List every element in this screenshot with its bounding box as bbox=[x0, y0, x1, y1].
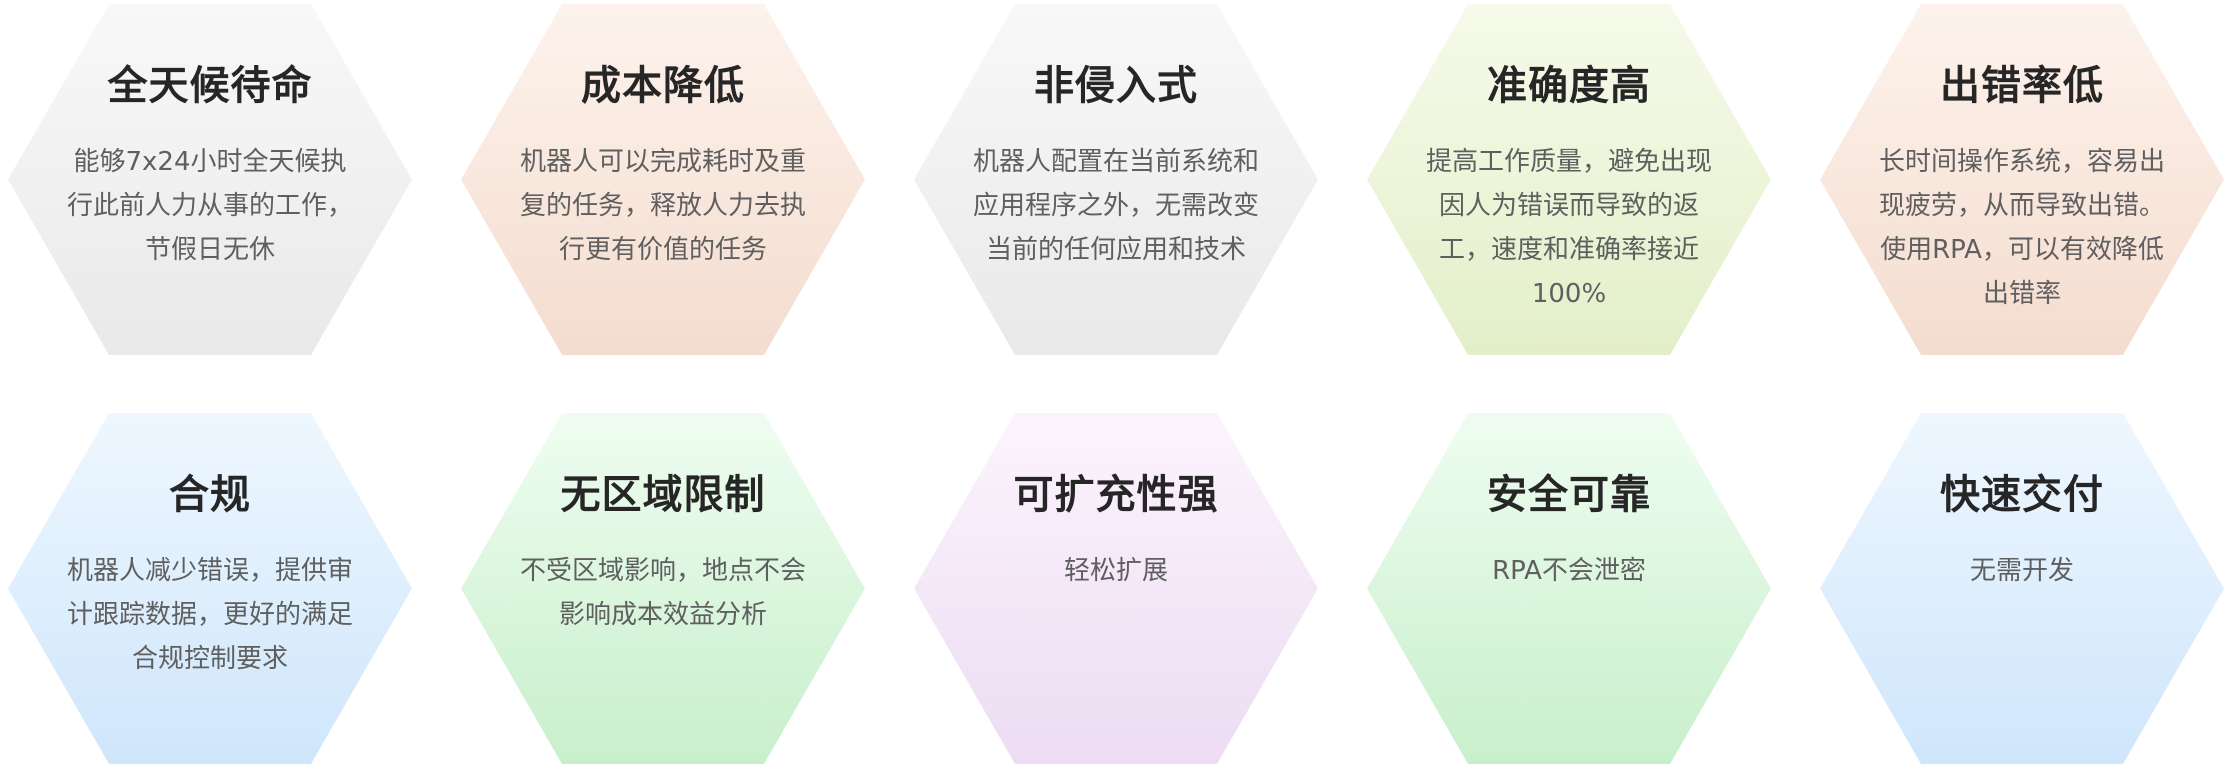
feature-card-compliance: 合规 机器人减少错误，提供审计跟踪数据，更好的满足合规控制要求 bbox=[8, 413, 412, 764]
feature-description: 长时间操作系统，容易出现疲劳，从而导致出错。使用RPA，可以有效降低出错率 bbox=[1878, 147, 2165, 309]
feature-description: 轻松扩展 bbox=[1063, 556, 1168, 586]
feature-card-high-accuracy: 准确度高 提高工作质量，避免出现因人为错误而导致的返工，速度和准确率接近100% bbox=[1367, 4, 1771, 355]
feature-description: 不受区域影响，地点不会影响成本效益分析 bbox=[519, 556, 806, 630]
feature-card-fast-delivery: 快速交付 无需开发 bbox=[1820, 413, 2224, 764]
feature-description: 能够7x24小时全天候执行此前人力从事的工作，节假日无休 bbox=[66, 147, 353, 265]
feature-title: 快速交付 bbox=[1940, 472, 2104, 518]
feature-title: 全天候待命 bbox=[107, 63, 313, 109]
feature-title: 安全可靠 bbox=[1487, 472, 1651, 518]
feature-card-always-on: 全天候待命 能够7x24小时全天候执行此前人力从事的工作，节假日无休 bbox=[8, 4, 412, 355]
feature-card-low-error-rate: 出错率低 长时间操作系统，容易出现疲劳，从而导致出错。使用RPA，可以有效降低出… bbox=[1820, 4, 2224, 355]
feature-title: 无区域限制 bbox=[560, 472, 766, 518]
feature-card-secure-reliable: 安全可靠 RPA不会泄密 bbox=[1367, 413, 1771, 764]
feature-card-non-invasive: 非侵入式 机器人配置在当前系统和应用程序之外，无需改变当前的任何应用和技术 bbox=[914, 4, 1318, 355]
feature-title: 非侵入式 bbox=[1034, 63, 1198, 109]
feature-card-cost-reduction: 成本降低 机器人可以完成耗时及重复的任务，释放人力去执行更有价值的任务 bbox=[461, 4, 865, 355]
feature-title: 成本降低 bbox=[581, 63, 745, 109]
feature-description: 机器人配置在当前系统和应用程序之外，无需改变当前的任何应用和技术 bbox=[972, 147, 1259, 265]
feature-card-scalability: 可扩充性强 轻松扩展 bbox=[914, 413, 1318, 764]
feature-title: 合规 bbox=[169, 472, 251, 518]
feature-title: 出错率低 bbox=[1940, 63, 2104, 109]
feature-card-no-region-limit: 无区域限制 不受区域影响，地点不会影响成本效益分析 bbox=[461, 413, 865, 764]
feature-title: 可扩充性强 bbox=[1013, 472, 1219, 518]
feature-description: RPA不会泄密 bbox=[1492, 556, 1646, 586]
feature-description: 提高工作质量，避免出现因人为错误而导致的返工，速度和准确率接近100% bbox=[1425, 147, 1712, 309]
feature-description: 无需开发 bbox=[1969, 556, 2074, 586]
feature-description: 机器人可以完成耗时及重复的任务，释放人力去执行更有价值的任务 bbox=[519, 147, 806, 265]
feature-description: 机器人减少错误，提供审计跟踪数据，更好的满足合规控制要求 bbox=[66, 556, 353, 674]
feature-title: 准确度高 bbox=[1487, 63, 1651, 109]
